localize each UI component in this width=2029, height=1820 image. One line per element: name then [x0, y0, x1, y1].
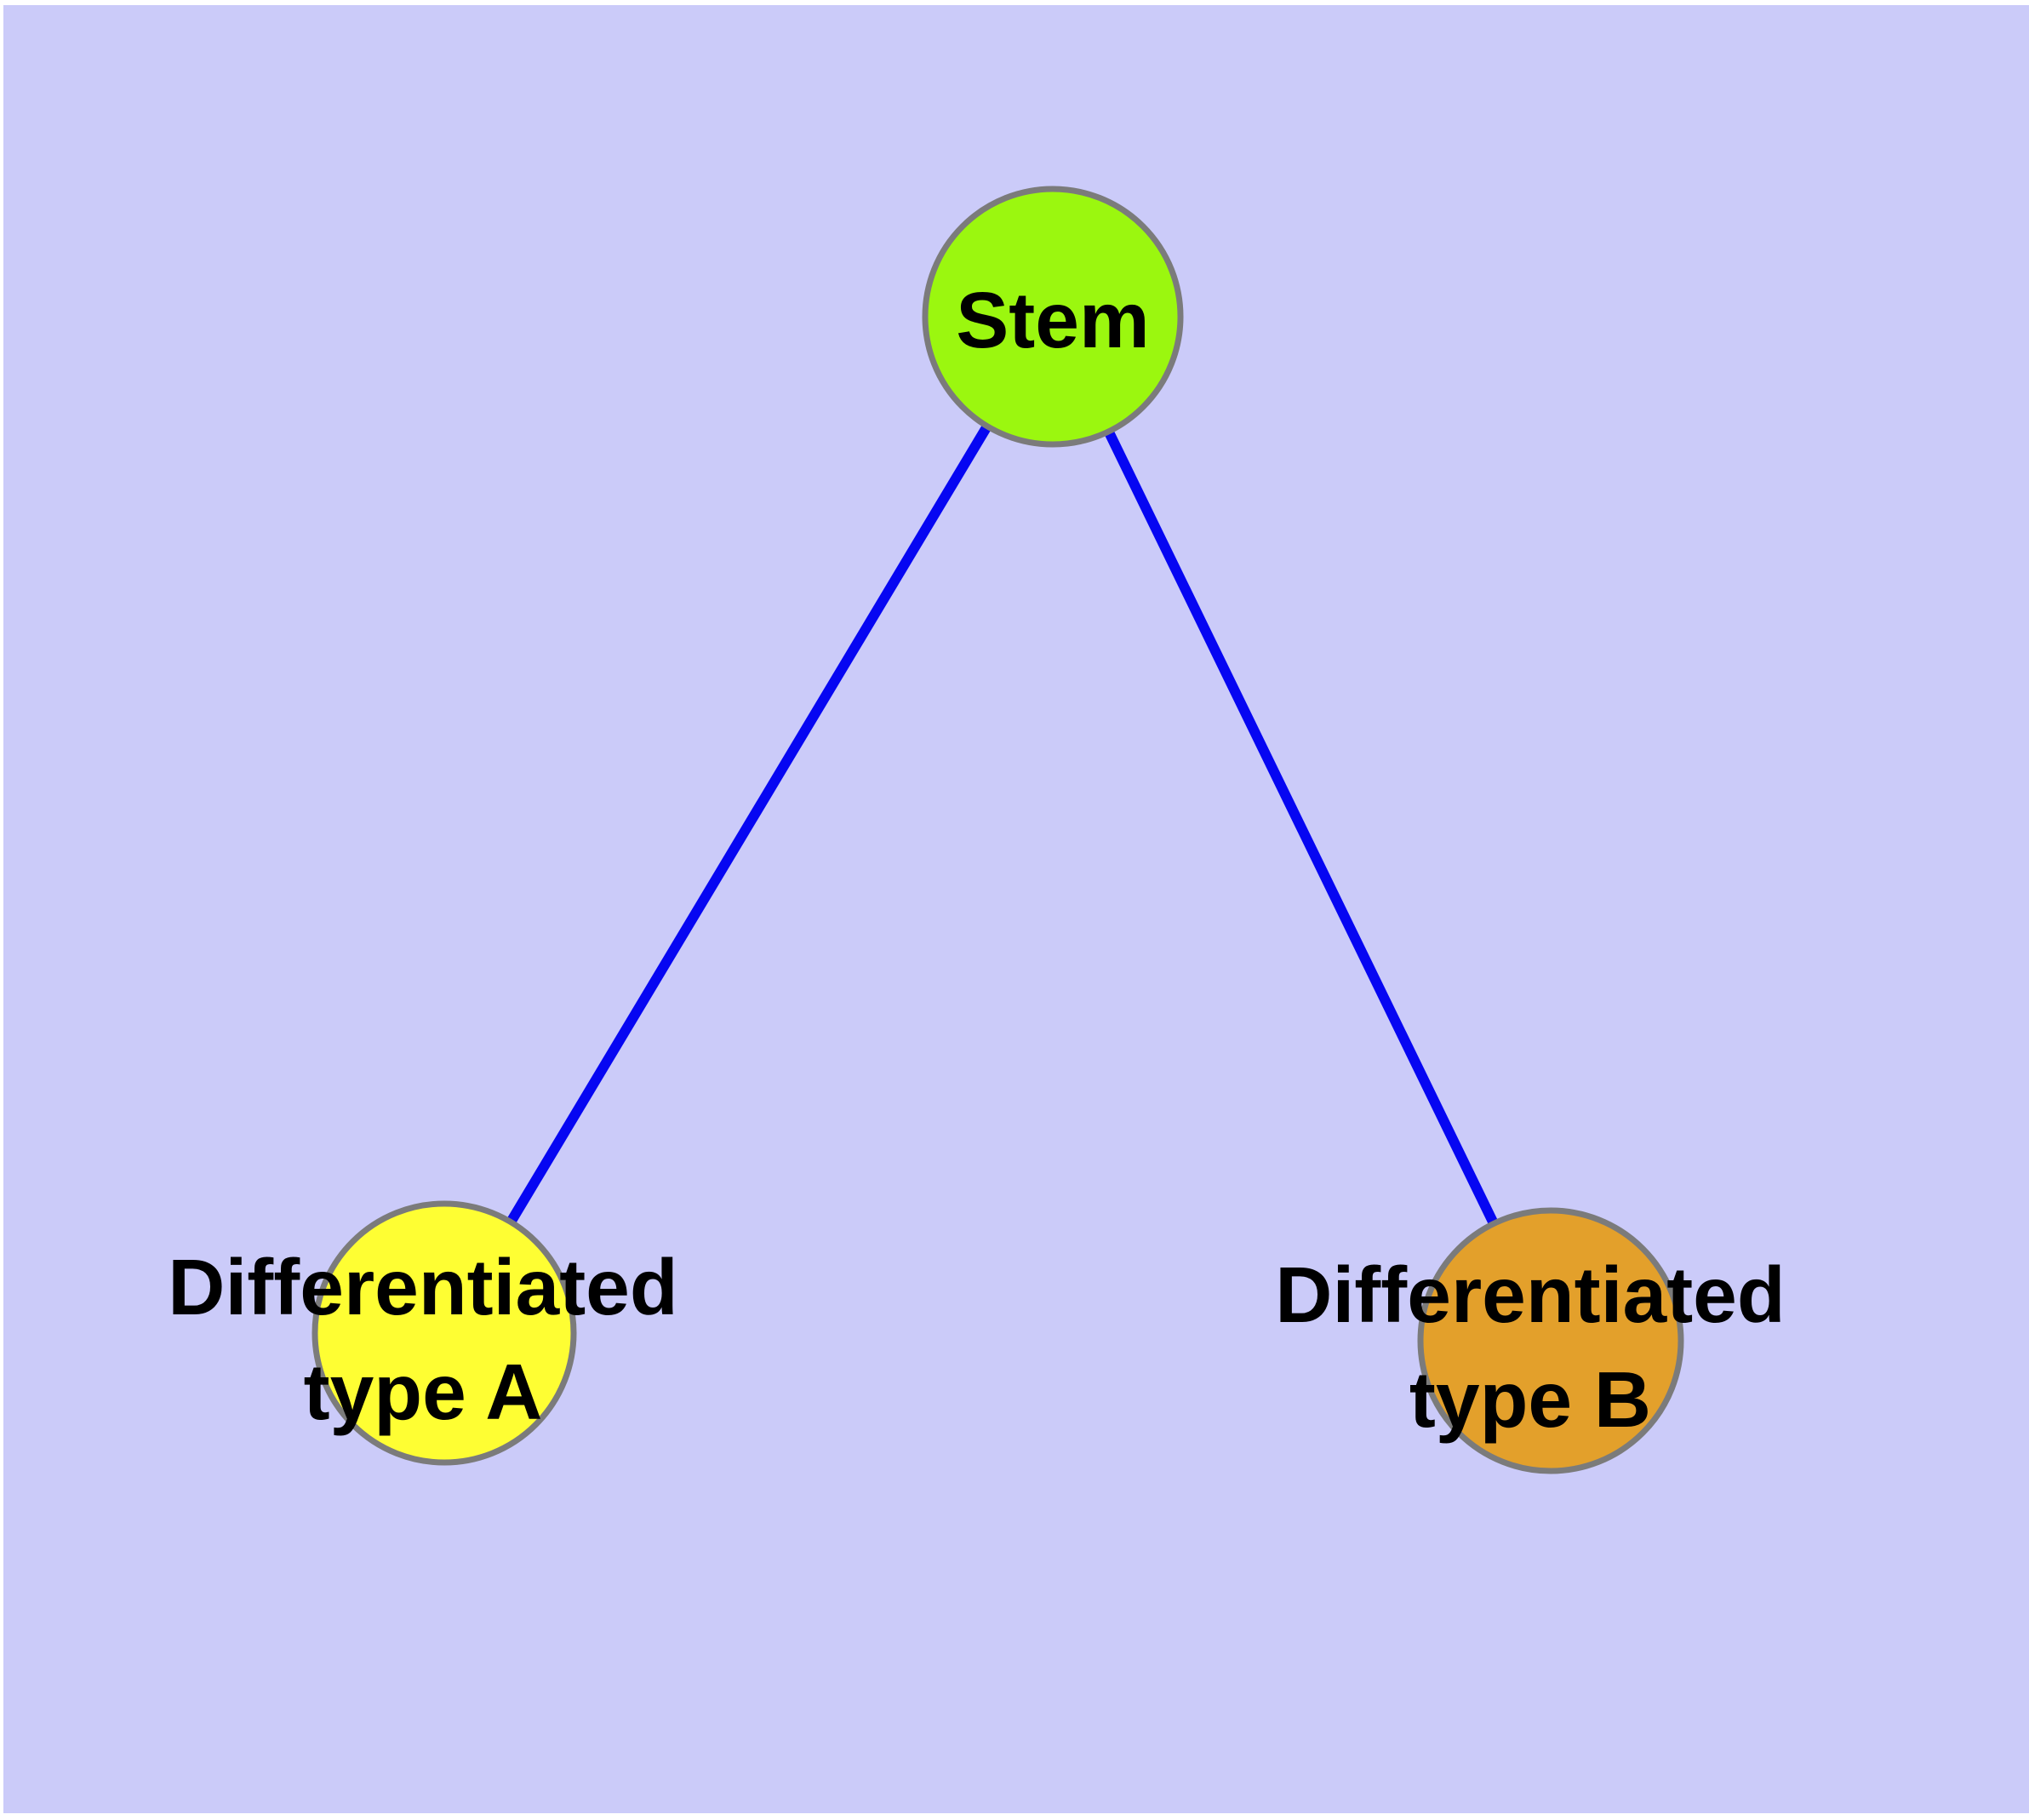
node-stem	[922, 186, 1184, 448]
node-type-a-label-line-1: Differentiated	[168, 1243, 677, 1331]
label-group: Stem Differentiated type A Differentiate…	[168, 276, 1785, 1444]
node-stem-label: Stem	[956, 276, 1149, 364]
node-type-a-label-line-2: type A	[304, 1348, 543, 1436]
edge-stem-to-type-a	[439, 313, 1058, 1336]
node-type-b-label-line-1: Differentiated	[1275, 1251, 1785, 1339]
node-group	[311, 186, 1684, 1474]
node-differentiated-type-a	[311, 1200, 577, 1466]
node-type-b-label-line-2: type B	[1409, 1355, 1651, 1444]
node-differentiated-type-b	[1417, 1207, 1684, 1474]
edge-group	[439, 313, 1556, 1343]
edge-stem-to-type-b	[1048, 314, 1556, 1343]
